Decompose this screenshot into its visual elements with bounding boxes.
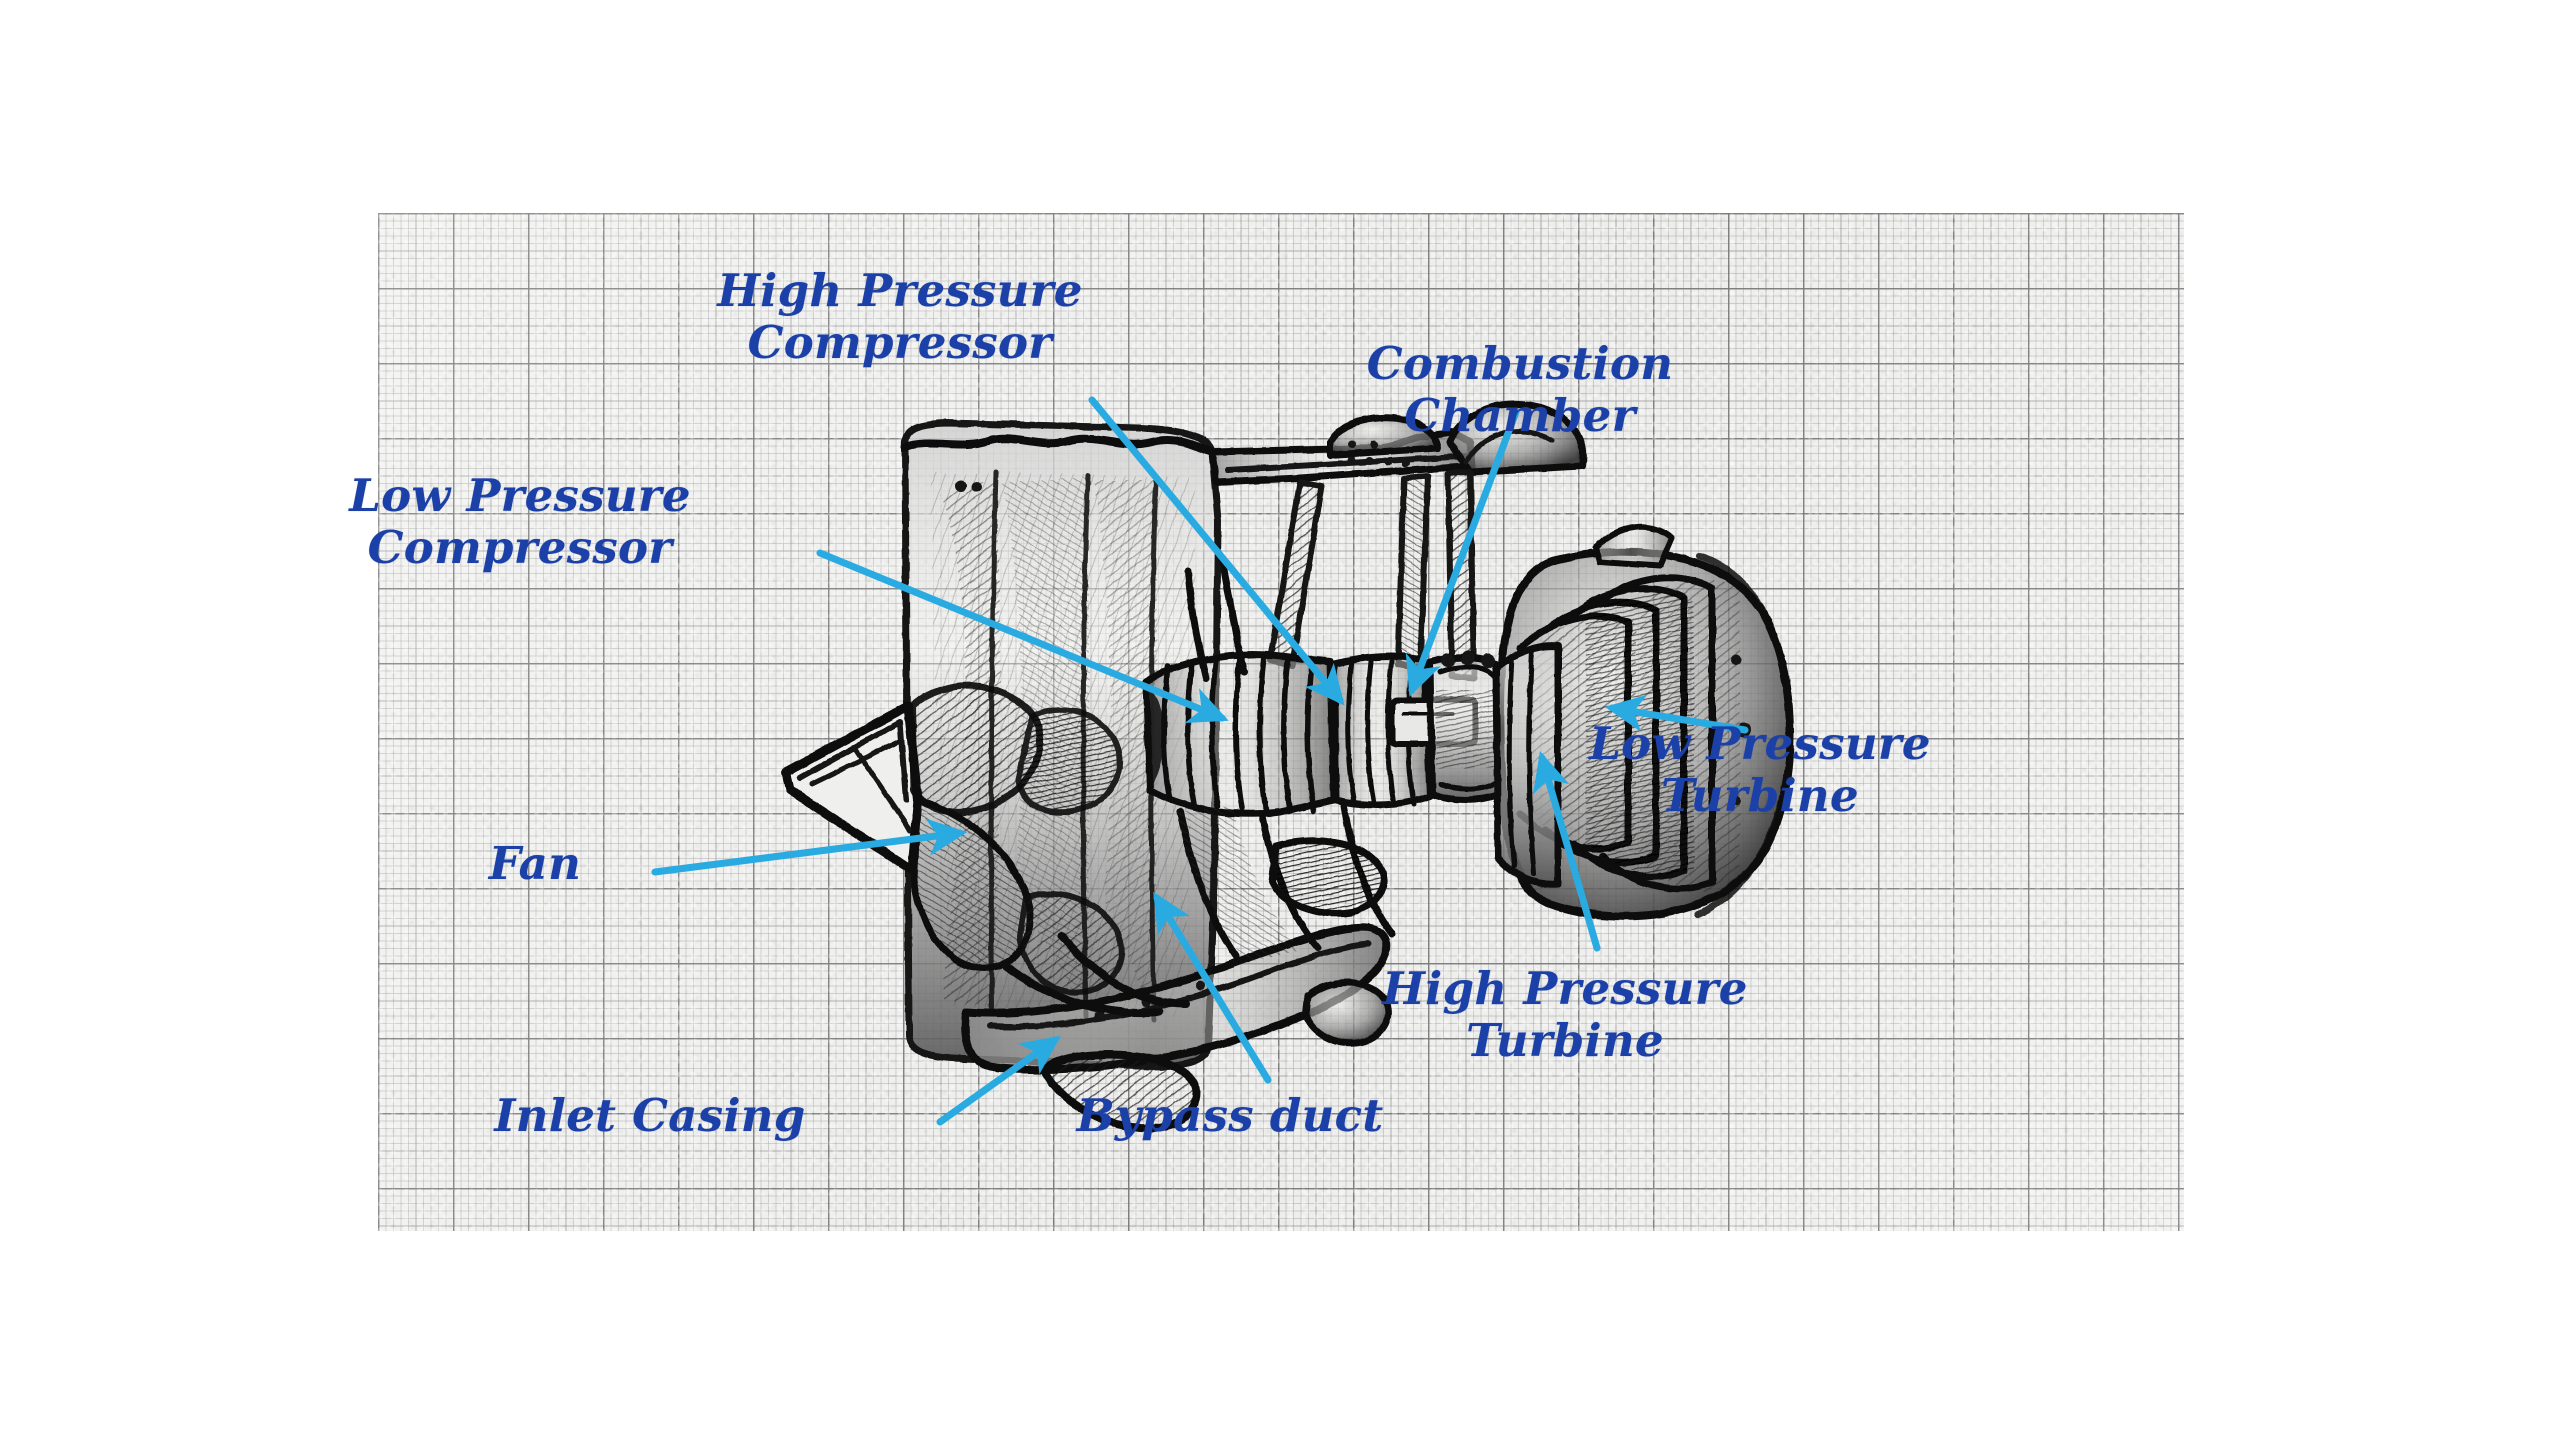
label-line-1: Low Pressure (349, 469, 691, 522)
label-line-1: Low Pressure (1589, 717, 1931, 770)
label-high-pressure-turbine: High Pressure Turbine (1382, 962, 1748, 1068)
label-line-1: Bypass duct (1076, 1089, 1384, 1142)
label-line-1: High Pressure (1382, 962, 1748, 1015)
label-line-2: Turbine (1661, 769, 1859, 823)
label-line-1: High Pressure (717, 264, 1083, 317)
label-line-1: Combustion (1366, 337, 1674, 390)
label-line-1: Inlet Casing (494, 1089, 806, 1142)
label-low-pressure-turbine: Low Pressure Turbine (1589, 717, 1931, 823)
label-line-2: Chamber (1404, 389, 1636, 443)
label-inlet-casing: Inlet Casing (494, 1089, 806, 1142)
label-low-pressure-compressor: Low Pressure Compressor (349, 469, 691, 575)
label-high-pressure-compressor: High Pressure Compressor (717, 264, 1083, 370)
label-fan: Fan (488, 837, 582, 890)
label-line-2: Turbine (1466, 1014, 1664, 1068)
label-line-2: Compressor (367, 521, 673, 575)
label-combustion-chamber: Combustion Chamber (1366, 337, 1674, 443)
label-bypass-duct: Bypass duct (1076, 1089, 1384, 1142)
label-line-1: Fan (488, 837, 582, 890)
label-line-2: Compressor (747, 316, 1053, 370)
